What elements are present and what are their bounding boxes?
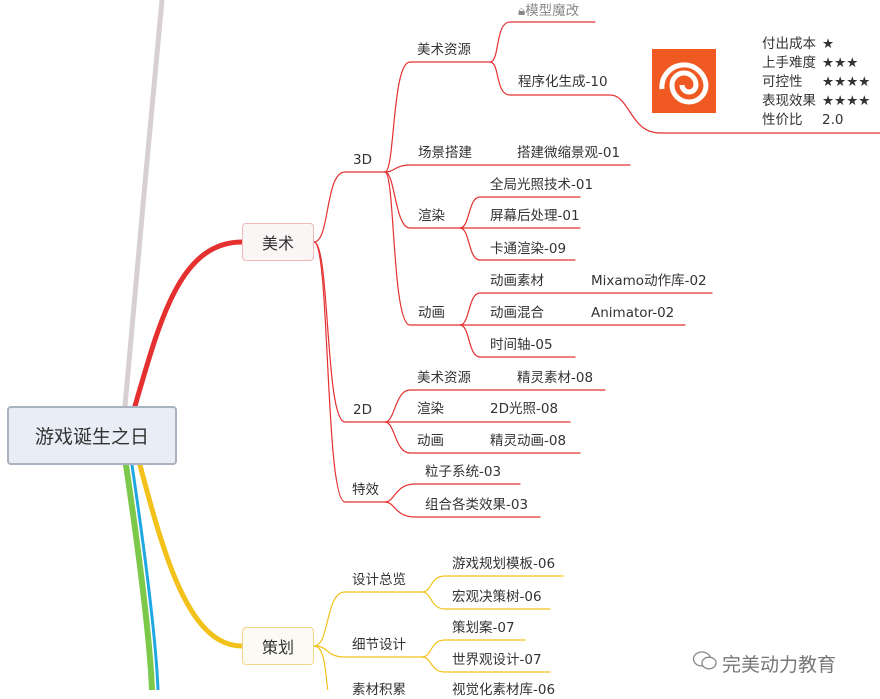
node-2d-anim[interactable]: 动画 [417, 433, 444, 449]
node-anim-blend[interactable]: 动画混合 [490, 305, 544, 321]
node-anim-assets[interactable]: 动画素材 [490, 273, 544, 289]
node-combined-fx[interactable]: 组合各类效果-03 [425, 497, 529, 513]
node-plan-doc[interactable]: 策划案-07 [452, 620, 515, 636]
node-particles[interactable]: 粒子系统-03 [425, 464, 502, 480]
node-2d-resources[interactable]: 美术资源 [417, 370, 471, 386]
wechat-icon [692, 650, 718, 677]
art-branch [132, 239, 245, 409]
rating-name: 性价比 [762, 112, 803, 128]
plan-branch [137, 462, 245, 649]
root-node[interactable]: 游戏诞生之日 [7, 406, 177, 465]
node-mixamo[interactable]: Mixamo动作库-02 [591, 273, 707, 289]
rating-name: 付出成本 [762, 36, 816, 52]
lock-icon: 🔒︎ [518, 3, 526, 19]
rating-value: ★★★ [822, 55, 859, 71]
node-decision-tree[interactable]: 宏观决策树-06 [452, 589, 542, 605]
art-node[interactable]: 美术 [242, 223, 314, 261]
node-3d-render[interactable]: 渲染 [418, 208, 445, 224]
rating-value: ★ [822, 36, 835, 52]
rating-name: 可控性 [762, 74, 803, 90]
node-procedural[interactable]: 程序化生成-10 [518, 74, 608, 90]
node-render-child[interactable]: 卡通渲染-09 [490, 241, 567, 257]
green-branch [123, 462, 155, 690]
node-scene-child[interactable]: 搭建微缩景观-01 [517, 145, 621, 161]
node-render-child[interactable]: 全局光照技术-01 [490, 177, 594, 193]
node-2d-light[interactable]: 2D光照-08 [490, 401, 559, 417]
node-animator[interactable]: Animator-02 [591, 305, 675, 321]
node-3d-resources[interactable]: 美术资源 [417, 42, 471, 58]
watermark-text: 完美动力教育 [722, 654, 837, 676]
houdini-logo [652, 49, 716, 113]
node-fx[interactable]: 特效 [352, 482, 379, 498]
node-overview[interactable]: 设计总览 [352, 572, 406, 588]
node-worldview[interactable]: 世界观设计-07 [452, 652, 542, 668]
node-visual-library[interactable]: 视觉化素材库-06 [452, 682, 556, 698]
node-2d-render[interactable]: 渲染 [417, 401, 444, 417]
node-render-child[interactable]: 屏幕后处理-01 [490, 208, 580, 224]
node-3d[interactable]: 3D [353, 152, 372, 168]
node-2d[interactable]: 2D [353, 402, 372, 418]
watermark: 完美动力教育 [692, 650, 836, 677]
rating-name: 表现效果 [762, 93, 816, 109]
rating-name: 上手难度 [762, 55, 816, 71]
rating-value: ★★★★ [822, 74, 871, 90]
rating-value: 2.0 [822, 112, 844, 128]
node-detail[interactable]: 细节设计 [352, 637, 406, 653]
blue-branch [130, 463, 160, 690]
node-plan-template[interactable]: 游戏规划模板-06 [452, 556, 556, 572]
node-scene[interactable]: 场景搭建 [418, 145, 472, 161]
node-timeline[interactable]: 时间轴-05 [490, 337, 553, 353]
rating-value: ★★★★ [822, 93, 871, 109]
node-model-mod[interactable]: 🔒︎模型魔改 [518, 3, 580, 19]
node-3d-anim[interactable]: 动画 [418, 305, 445, 321]
node-sprite-assets[interactable]: 精灵素材-08 [517, 370, 594, 386]
plan-node[interactable]: 策划 [242, 627, 314, 665]
node-material[interactable]: 素材积累 [352, 682, 406, 698]
node-sprite-anim[interactable]: 精灵动画-08 [490, 433, 567, 449]
gray-branch [122, 0, 165, 409]
